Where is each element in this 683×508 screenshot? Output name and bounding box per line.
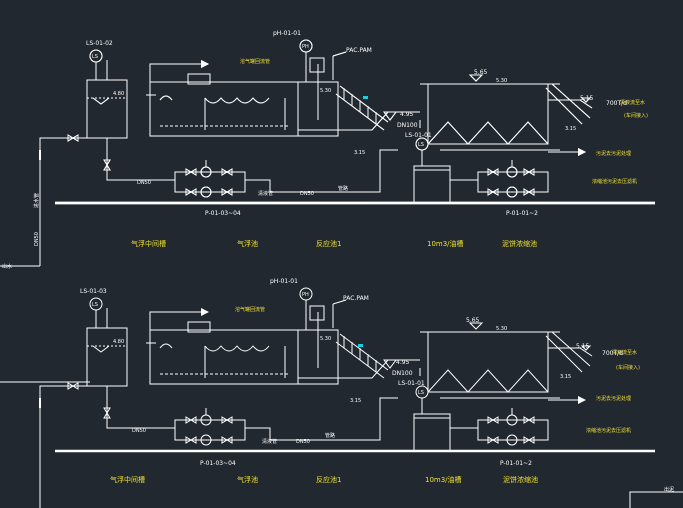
svg-text:4.80: 4.80 <box>113 339 124 345</box>
flow-label: 700T/d <box>602 350 623 357</box>
cyan-indicator <box>358 344 363 347</box>
dosing-label: PAC.PAM <box>346 47 372 54</box>
svg-text:PH: PH <box>302 44 309 50</box>
flotation-tank <box>149 81 299 137</box>
cyan-indicator <box>363 96 368 99</box>
svg-text:清液管: 清液管 <box>262 438 277 445</box>
pump-tag-right: P-01-01~2 <box>506 210 538 217</box>
intermediate-tank <box>86 79 128 139</box>
caption-intermediate-tank: 气浮中间槽 <box>131 239 166 248</box>
svg-text:PH: PH <box>302 292 309 298</box>
pipe-dn-label: DN100 <box>392 370 413 377</box>
oil-tank <box>413 165 451 204</box>
left-pipe-label-b: DN50 <box>34 232 40 246</box>
svg-text:5.30: 5.30 <box>496 78 507 84</box>
left-pipe-label-a: 进水管 <box>33 193 40 208</box>
dosing-label: PAC.PAM <box>343 295 369 302</box>
svg-text:5.15: 5.15 <box>580 95 594 102</box>
settler-stairs <box>545 83 591 125</box>
caption-oil-tank: 10m3/油槽 <box>427 239 464 248</box>
process-unit <box>39 39 655 266</box>
svg-text:LS: LS <box>92 54 98 60</box>
unit-1-labels: LS-01-02 LS 4.80 pH-01-01 PH PAC.PAM 溶气罐… <box>86 30 648 248</box>
caption-thickener: 泥饼浓缩池 <box>503 475 538 484</box>
svg-text:4.80: 4.80 <box>113 91 124 97</box>
svg-text:4.95: 4.95 <box>396 359 410 366</box>
svg-text:5.65: 5.65 <box>474 69 488 76</box>
inlet-funnel-icon <box>383 111 397 121</box>
sludge-note: 浓缩池污泥去压滤机 <box>586 427 631 434</box>
funnel-icon <box>92 97 110 105</box>
caption-flotation: 气浮池 <box>237 239 258 248</box>
caption-thickener: 泥饼浓缩池 <box>502 239 537 248</box>
svg-text:(车间接入): (车间接入) <box>624 112 648 119</box>
svg-text:3.15: 3.15 <box>560 374 571 380</box>
svg-text:5.30: 5.30 <box>320 336 331 342</box>
drawing-frame-corner <box>629 491 683 508</box>
caption-flotation: 气浮池 <box>237 475 258 484</box>
pump-group-right <box>450 160 549 198</box>
svg-text:5.30: 5.30 <box>496 326 507 332</box>
svg-text:LS: LS <box>418 390 424 396</box>
svg-text:LS: LS <box>92 302 98 308</box>
level-switch-right-tag: LS-01-01 <box>398 380 425 387</box>
svg-text:清液管: 清液管 <box>258 190 273 197</box>
level-switch-left-tag: LS-01-02 <box>86 40 113 47</box>
svg-text:4.95: 4.95 <box>400 111 414 118</box>
flotation-note: 溶气罐回流管 <box>240 58 270 65</box>
svg-text:LS: LS <box>418 142 424 148</box>
ph-tag: pH-01-01 <box>270 278 298 285</box>
pump-tag-left: P-01-03~04 <box>200 460 236 467</box>
svg-text:管路: 管路 <box>338 185 348 192</box>
sludge-return-label: 污泥去污泥处理 <box>596 150 631 157</box>
svg-text:DN50: DN50 <box>132 428 146 434</box>
svg-text:5.65: 5.65 <box>466 317 480 324</box>
svg-text:3.15: 3.15 <box>565 126 576 132</box>
outlet-tag: 出水 <box>2 263 12 270</box>
ph-tag: pH-01-01 <box>273 30 301 37</box>
svg-text:管路: 管路 <box>325 432 335 439</box>
level-switch-left-tag: LS-01-03 <box>80 288 107 295</box>
svg-text:5.15: 5.15 <box>576 343 590 350</box>
discharge-label: 清液流至水 <box>620 99 645 106</box>
mixer-motor <box>309 57 325 73</box>
svg-text:5.30: 5.30 <box>320 88 331 94</box>
caption-intermediate-tank: 气浮中间槽 <box>110 475 145 484</box>
svg-text:DN50: DN50 <box>137 180 151 186</box>
svg-text:(车间接入): (车间接入) <box>616 364 640 371</box>
svg-text:DN50: DN50 <box>296 439 310 445</box>
pump-group-left <box>174 149 398 198</box>
sludge-note: 浓缩池污泥去压滤机 <box>592 178 637 185</box>
flow-label: 700T/d <box>606 100 627 107</box>
settler-tank <box>427 83 549 145</box>
caption-reaction: 反应池1 <box>316 239 341 248</box>
pipe-dn-label: DN100 <box>397 122 418 129</box>
pump-tag-right: P-01-01~2 <box>500 460 532 467</box>
discharge-label: 清液流至水 <box>612 349 637 356</box>
level-switch-right-tag: LS-01-01 <box>405 132 432 139</box>
flotation-note: 溶气罐回流管 <box>235 306 265 313</box>
svg-text:3.15: 3.15 <box>350 398 361 404</box>
caption-oil-tank: 10m3/油槽 <box>425 475 462 484</box>
sludge-return-label: 污泥去污泥处理 <box>596 395 631 402</box>
svg-text:3.15: 3.15 <box>354 150 365 156</box>
corner-tag: 出泥 <box>664 486 674 493</box>
caption-reaction: 反应池1 <box>316 475 341 484</box>
pump-tag-left: P-01-03~04 <box>205 210 241 217</box>
unit-2-labels: LS-01-03 LS 4.80 pH-01-01 PH PAC.PAM 溶气罐… <box>80 278 640 484</box>
svg-text:DN50: DN50 <box>300 191 314 197</box>
